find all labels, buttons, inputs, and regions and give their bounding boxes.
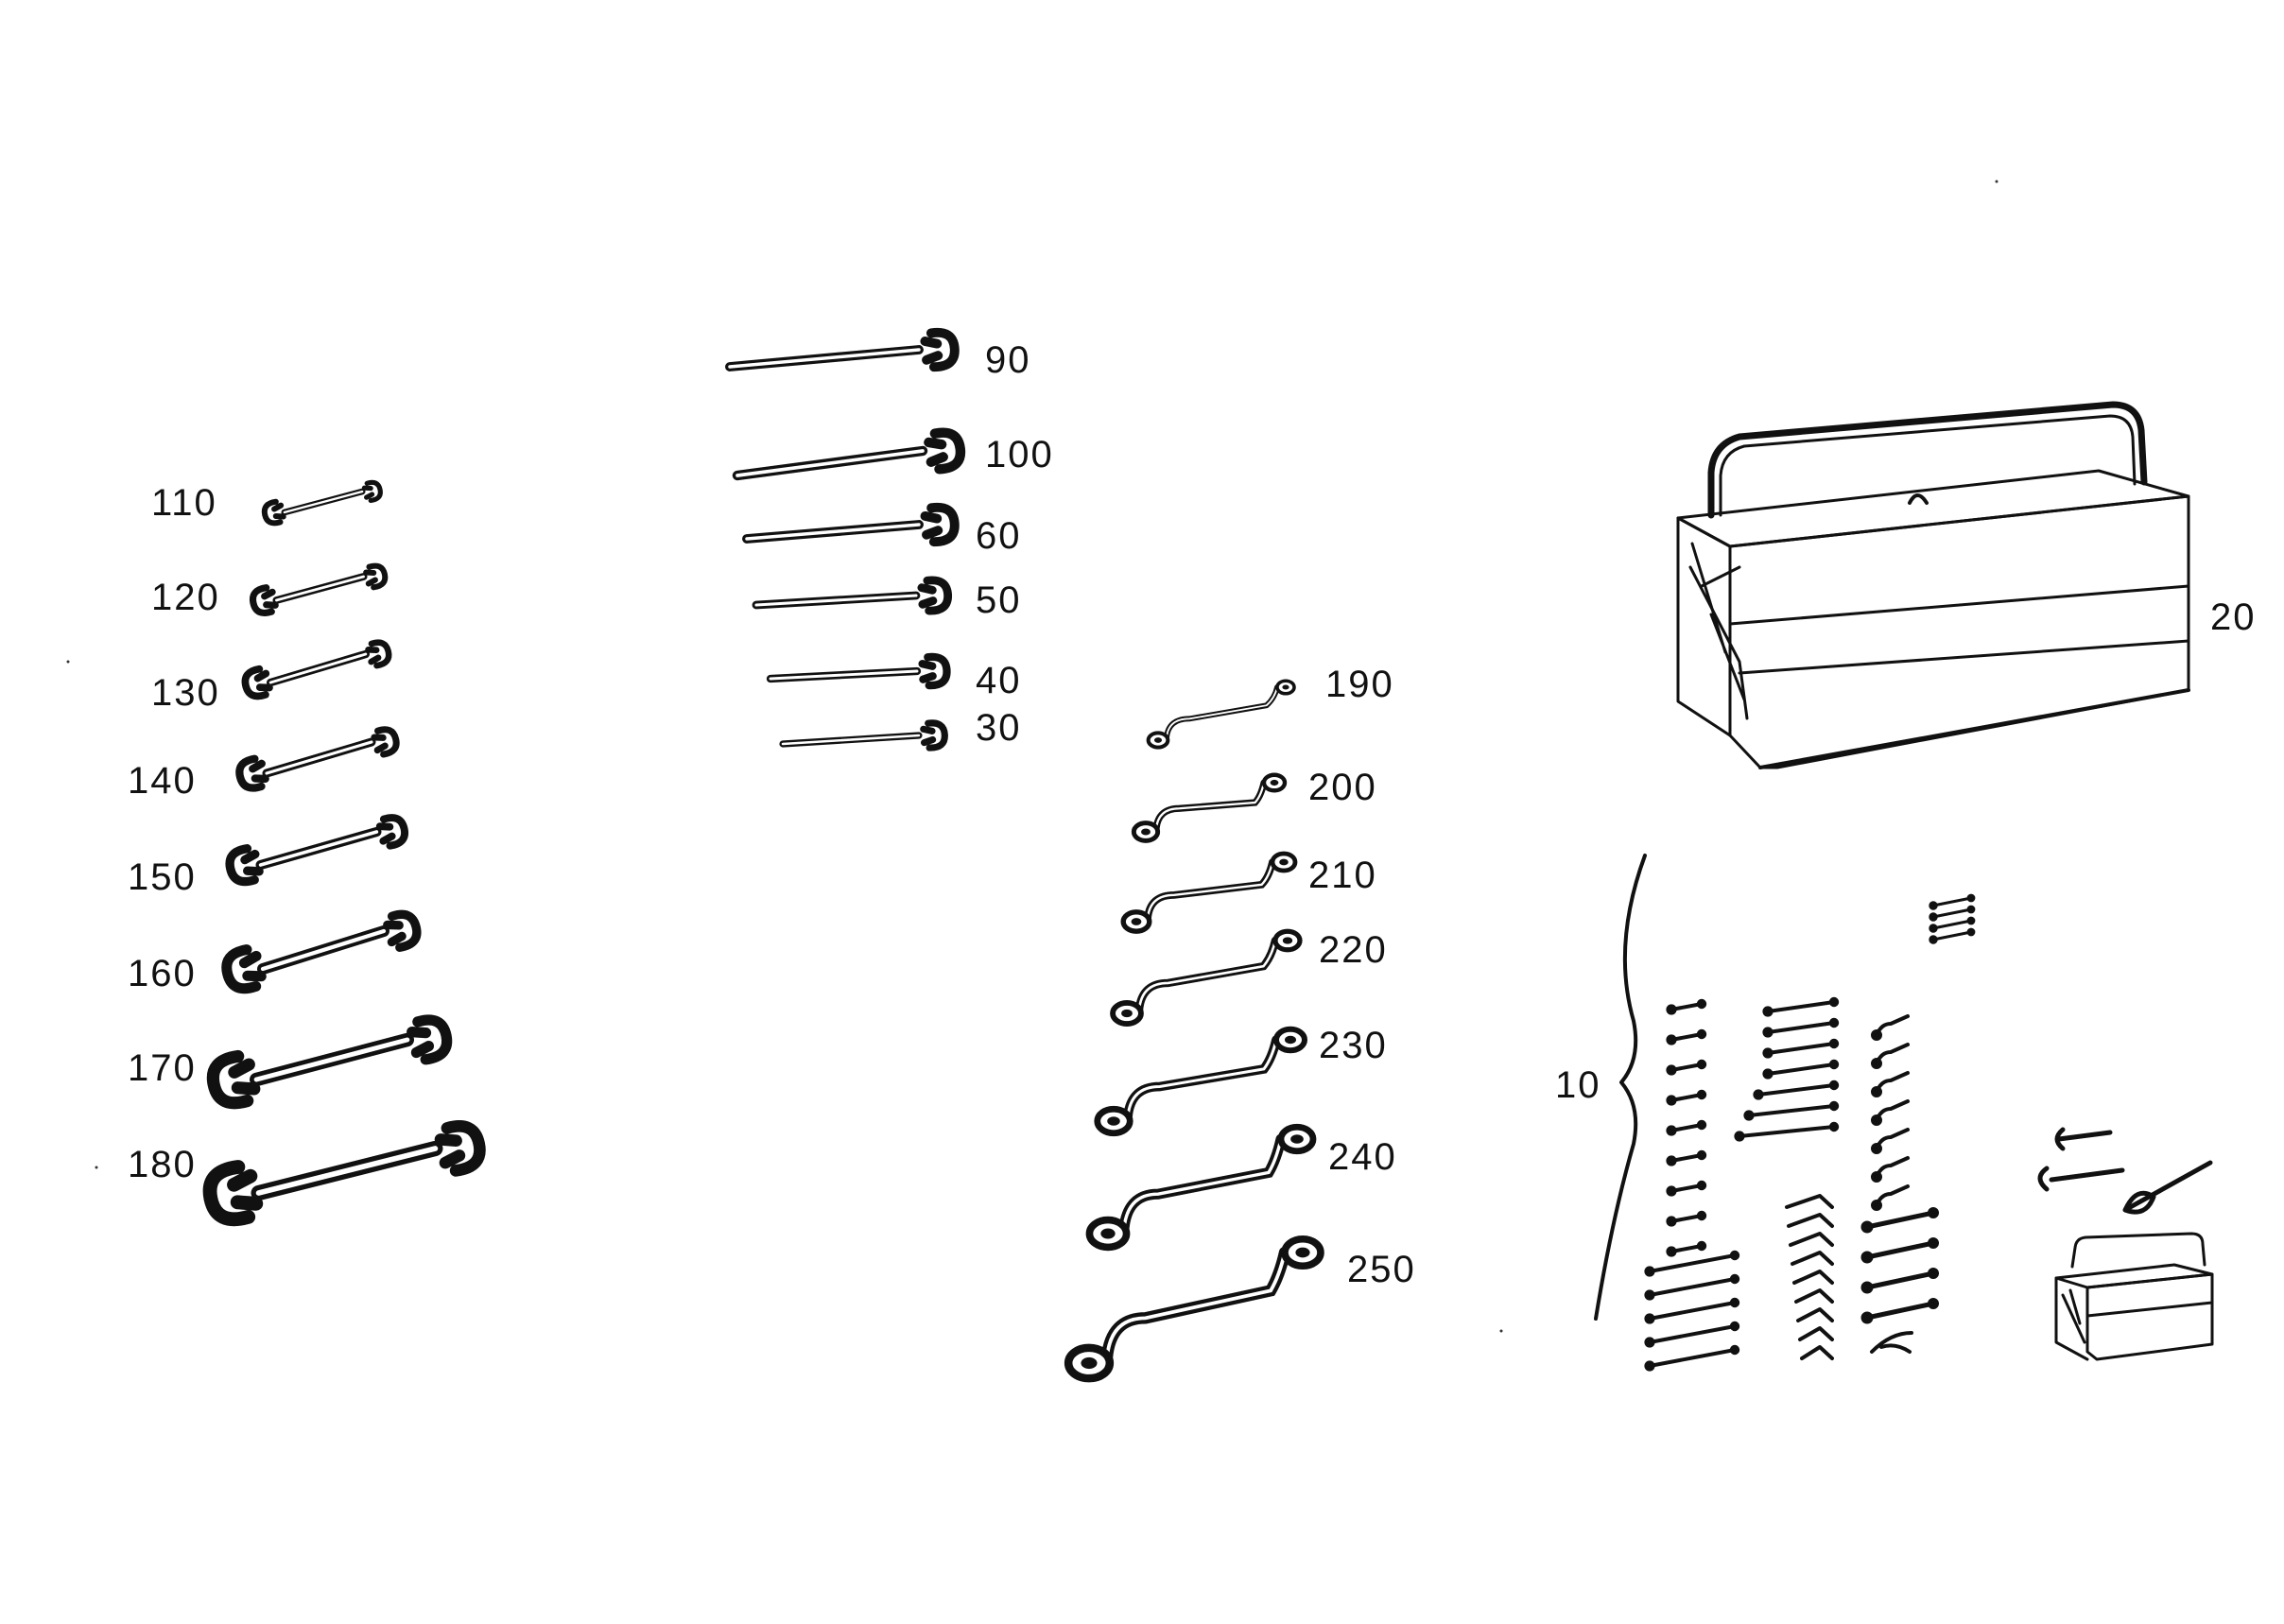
single-open-end-wrench-icon [766,652,951,690]
double-ring-spanner-icon [1120,851,1298,934]
callout-100: 100 [985,434,1054,475]
callout-120: 120 [151,577,220,618]
single-open-end-wrench-icon [732,427,966,481]
callout-60: 60 [976,515,1022,557]
double-open-end-wrench-icon [206,1014,453,1110]
callout-160: 160 [128,953,197,994]
double-ring-spanner-icon [1085,1123,1317,1252]
callout-170: 170 [128,1047,197,1089]
double-open-end-wrench-icon [261,479,383,527]
callout-220: 220 [1319,929,1388,971]
double-open-end-wrench-icon [235,726,400,792]
callout-210: 210 [1308,855,1377,896]
double-ring-spanner-icon [1131,772,1288,843]
cantilever-toolbox-icon [1676,401,2190,769]
callout-40: 40 [976,660,1022,701]
double-open-end-wrench-icon [221,909,422,994]
open-end-wrench-group [725,327,966,752]
callout-250: 250 [1347,1249,1416,1290]
callout-190: 190 [1325,664,1394,705]
complete-tool-kit-icon [1594,854,2214,1372]
double-ring-spanner-icon [1146,679,1296,750]
callout-180: 180 [128,1144,197,1185]
double-open-end-wrench-icon [249,562,389,616]
single-open-end-wrench-icon [742,502,960,547]
double-open-end-wrench-icon [225,814,409,887]
double-open-end-wrench-icon [241,639,392,700]
ring-spanner-group [1064,679,1324,1383]
brace [1594,854,1647,1321]
callout-50: 50 [976,579,1022,621]
callout-30: 30 [976,707,1022,749]
callout-240: 240 [1328,1136,1397,1178]
double-ring-spanner-icon [1110,928,1303,1027]
callout-20: 20 [2210,596,2257,638]
callout-150: 150 [128,856,197,898]
callout-130: 130 [151,672,220,714]
tool-kit-contents [1644,893,1976,1372]
single-open-end-wrench-icon [752,576,952,615]
callout-230: 230 [1319,1025,1388,1066]
callout-110: 110 [151,482,217,524]
small-toolbox-icon [2054,1232,2214,1361]
callout-200: 200 [1308,767,1377,808]
double-ring-spanner-icon [1094,1026,1307,1137]
single-open-end-wrench-icon [725,327,960,372]
double-open-end-wrench-group [202,479,486,1227]
double-open-end-wrench-icon [202,1120,486,1227]
callout-140: 140 [128,760,197,802]
single-open-end-wrench-icon [779,719,948,752]
callout-10: 10 [1555,1064,1601,1106]
callout-90: 90 [985,339,1031,381]
double-ring-spanner-icon [1064,1235,1324,1383]
